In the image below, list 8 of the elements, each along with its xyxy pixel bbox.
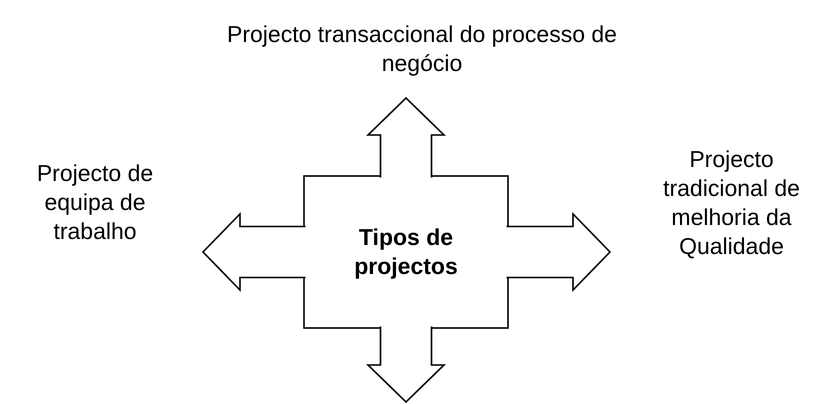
block-arrow	[506, 212, 612, 292]
project-type-label: Projecto de equipa de trabalho	[36, 158, 154, 246]
project-type-label: Projecto tradicional de melhoria da Qualidade	[662, 145, 801, 261]
block-arrow	[366, 326, 446, 404]
center-label: Tipos de projectos	[353, 223, 459, 281]
block-arrow	[366, 96, 446, 178]
block-arrow	[202, 212, 306, 292]
project-type-label: Projecto transaccional do processo de negócio	[226, 20, 618, 78]
